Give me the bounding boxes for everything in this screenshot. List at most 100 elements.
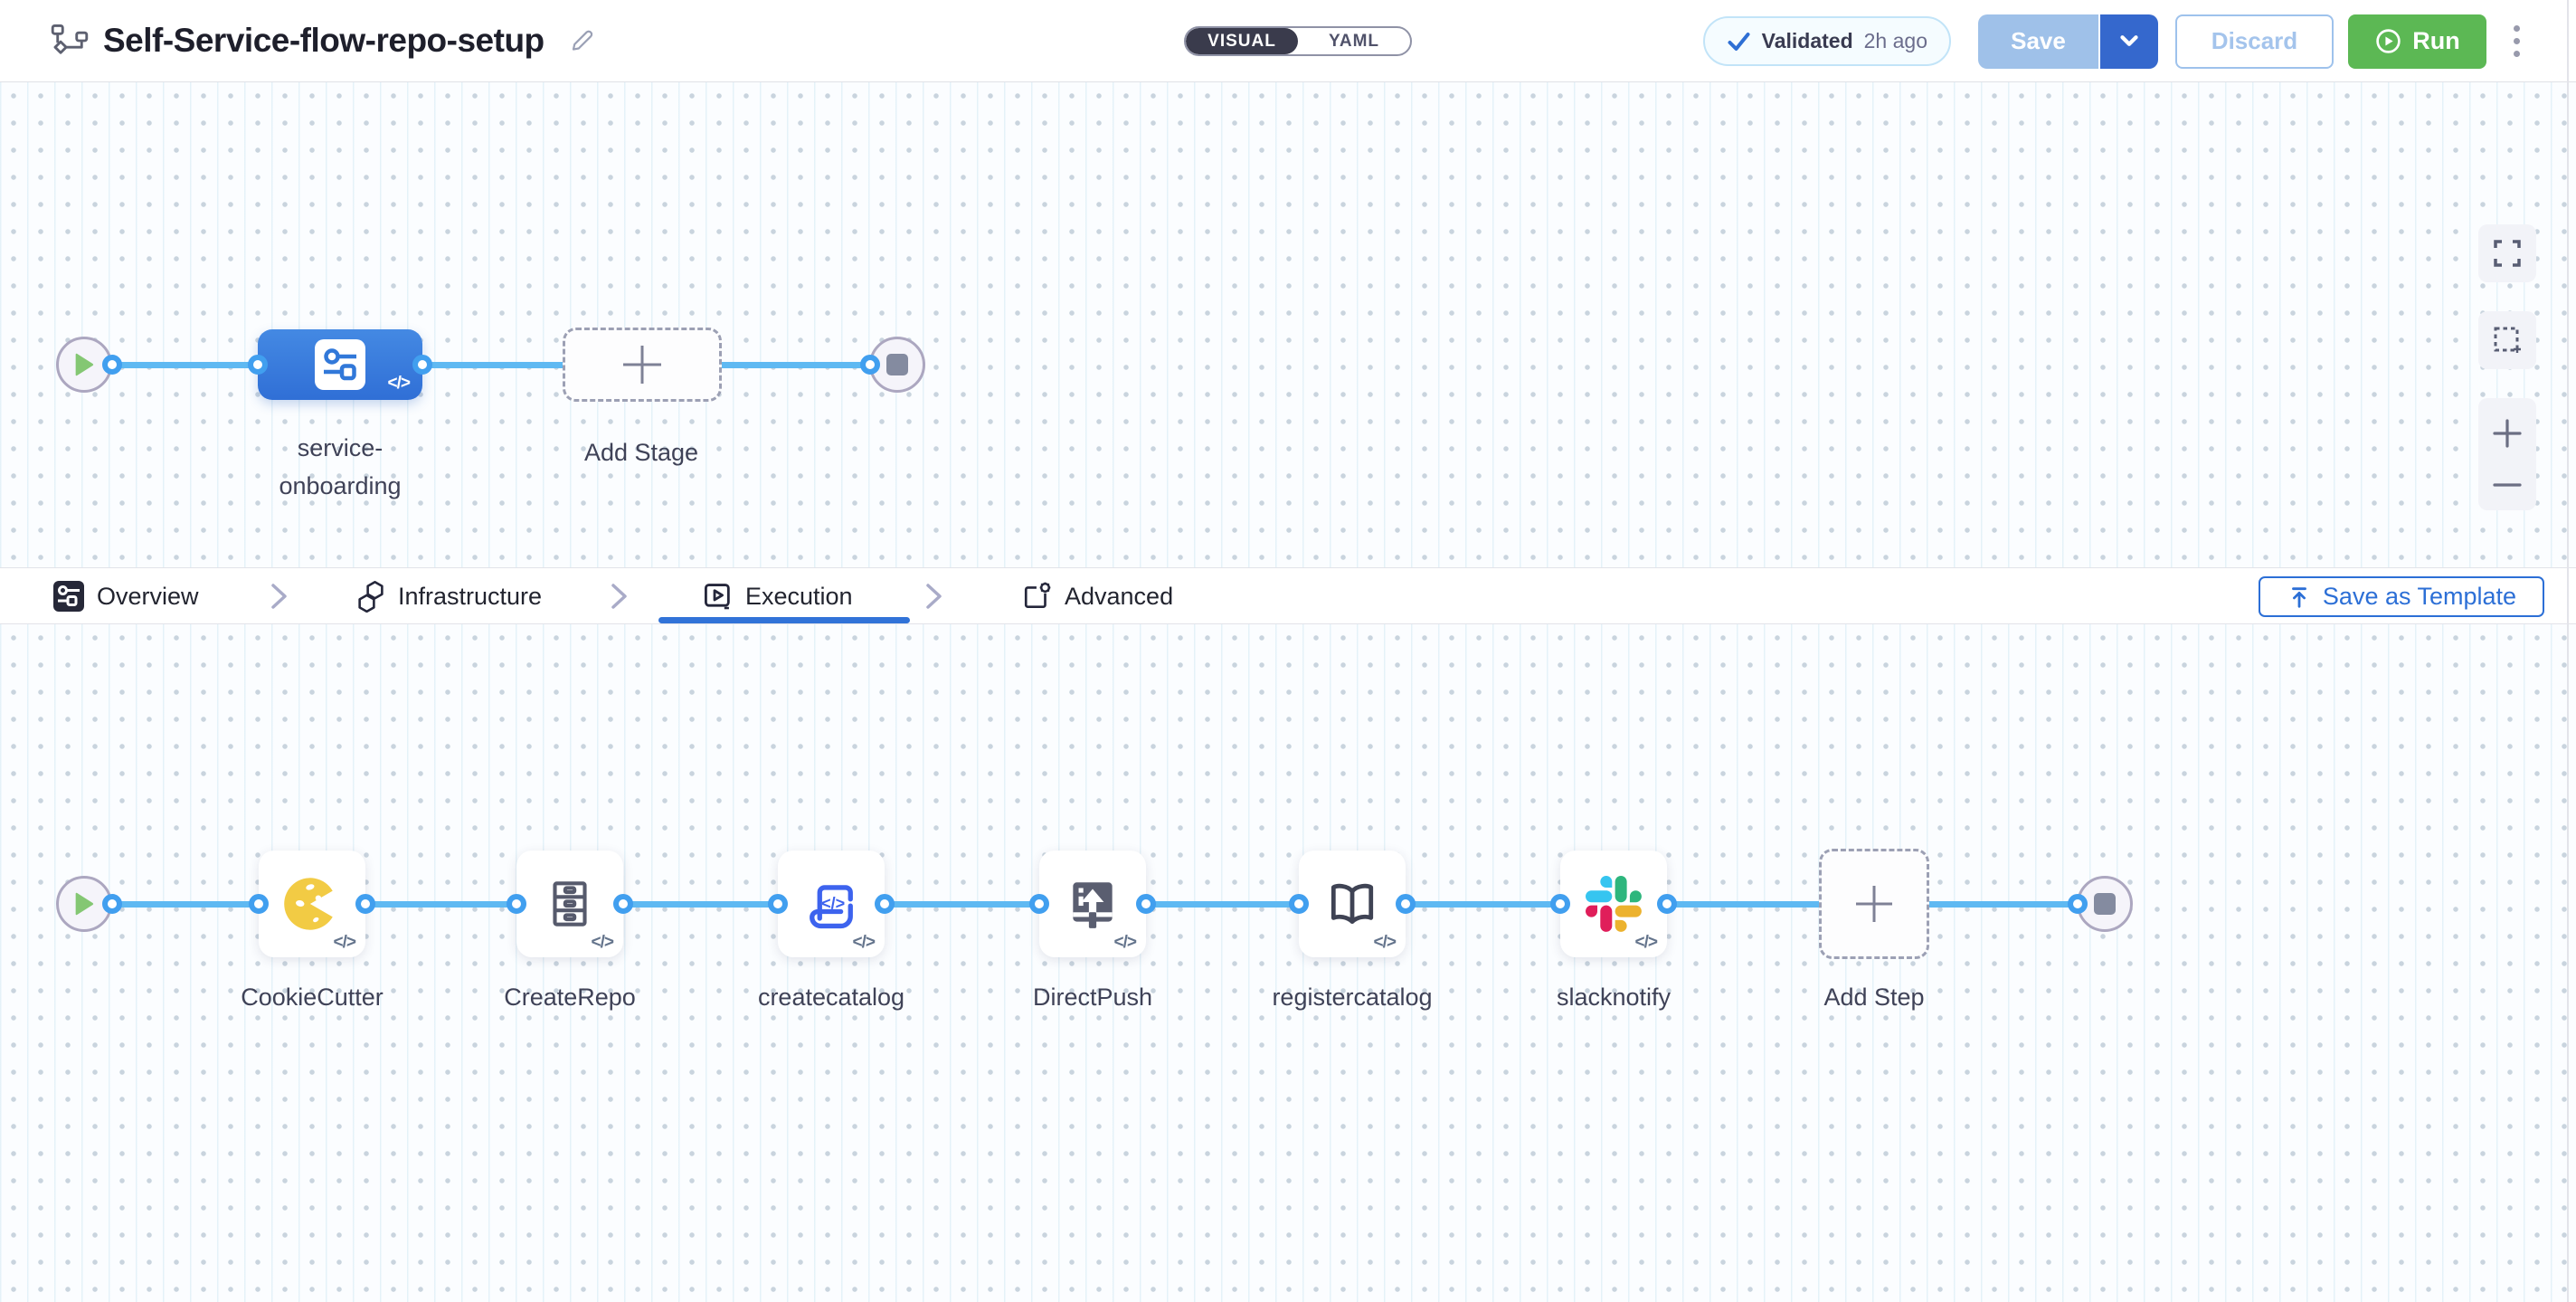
step-node-createrepo[interactable]: </> <box>516 851 623 957</box>
window-edge-divider <box>2567 0 2569 1302</box>
play-circle-icon <box>2376 29 2401 53</box>
cookie-icon <box>284 878 333 930</box>
code-step-badge: </> <box>852 933 876 952</box>
run-label: Run <box>2412 27 2460 54</box>
execution-start-node[interactable] <box>56 876 112 932</box>
hexagons-icon <box>358 580 384 613</box>
header: Self-Service-flow-repo-setup VISUAL YAML… <box>0 0 2576 82</box>
step-label: registercatalog <box>1272 984 1433 1011</box>
marquee-select-icon <box>2494 327 2521 353</box>
run-button[interactable]: Run <box>2348 14 2486 69</box>
stage-tabbar: Overview Infrastructure Execution Advanc… <box>0 567 2576 624</box>
step-node-directpush[interactable]: </> <box>1039 851 1146 957</box>
port[interactable] <box>412 355 432 375</box>
play-icon <box>75 353 94 376</box>
step-label: CookieCutter <box>241 984 384 1011</box>
code-scroll-icon: </> <box>810 885 853 929</box>
pipeline-icon <box>51 23 89 59</box>
port[interactable] <box>1136 894 1156 914</box>
fullscreen-icon <box>2494 240 2521 267</box>
add-step-button[interactable] <box>1819 849 1929 959</box>
step-node-createcatalog[interactable]: </> </> <box>778 851 885 957</box>
save-options-button[interactable] <box>2098 14 2158 69</box>
tab-label: Infrastructure <box>398 582 543 610</box>
marquee-select-button[interactable] <box>2478 311 2536 369</box>
port[interactable] <box>1657 894 1677 914</box>
active-tab-underline <box>658 617 910 623</box>
stop-icon <box>886 354 908 375</box>
open-book-icon <box>1331 883 1374 925</box>
add-step-label: Add Step <box>1823 984 1925 1011</box>
port[interactable] <box>1289 894 1309 914</box>
stop-icon <box>2094 893 2116 915</box>
plus-icon <box>1856 886 1892 922</box>
toggle-visual[interactable]: VISUAL <box>1186 28 1298 54</box>
port[interactable] <box>102 894 122 914</box>
port[interactable] <box>1550 894 1570 914</box>
step-label: DirectPush <box>1032 984 1153 1011</box>
port[interactable] <box>355 894 375 914</box>
tab-label: Execution <box>745 582 853 610</box>
port[interactable] <box>613 894 633 914</box>
edit-title-button[interactable] <box>568 27 595 54</box>
port[interactable] <box>1029 894 1049 914</box>
step-label: createcatalog <box>757 984 905 1011</box>
toggle-yaml[interactable]: YAML <box>1328 31 1380 51</box>
save-as-template-label: Save as Template <box>2322 583 2517 610</box>
port[interactable] <box>860 355 880 375</box>
pipeline-end-node[interactable] <box>869 337 925 393</box>
step-label: slacknotify <box>1556 984 1672 1011</box>
tab-overview[interactable]: Overview <box>52 568 199 624</box>
code-step-badge: </> <box>1373 933 1397 952</box>
chevron-down-icon <box>2120 35 2138 46</box>
tab-execution[interactable]: Execution <box>703 568 853 624</box>
save-as-template-button[interactable]: Save as Template <box>2259 576 2544 617</box>
pencil-icon <box>572 30 592 51</box>
step-node-registercatalog[interactable]: </> <box>1299 851 1406 957</box>
step-node-slacknotify[interactable]: </> <box>1560 851 1667 957</box>
tab-label: Overview <box>97 582 199 610</box>
drawers-icon <box>553 881 587 927</box>
save-split-button: Save <box>1978 14 2158 69</box>
port[interactable] <box>875 894 895 914</box>
validated-time: 2h ago <box>1863 29 1927 52</box>
tab-label: Advanced <box>1065 582 1174 610</box>
port[interactable] <box>248 355 268 375</box>
zoom-out-icon <box>2493 483 2522 487</box>
port[interactable] <box>1396 894 1416 914</box>
play-square-icon <box>704 584 730 610</box>
visual-yaml-toggle: VISUAL YAML <box>1184 26 1412 56</box>
play-icon <box>75 892 94 916</box>
doc-gear-icon <box>1024 582 1051 609</box>
upload-box-icon <box>1073 882 1113 928</box>
slack-icon <box>1586 876 1642 932</box>
fullscreen-button[interactable] <box>2478 224 2536 282</box>
svg-text:</>: </> <box>821 894 845 912</box>
port[interactable] <box>507 894 526 914</box>
code-step-badge: </> <box>333 933 357 952</box>
port[interactable] <box>768 894 788 914</box>
validated-badge[interactable]: Validated 2h ago <box>1702 16 1951 66</box>
discard-button[interactable]: Discard <box>2175 14 2334 69</box>
execution-canvas: </> </> </> </> <box>0 624 2576 1302</box>
chevron-right-icon <box>608 581 630 616</box>
port[interactable] <box>2068 894 2088 914</box>
tab-advanced[interactable]: Advanced <box>1022 568 1173 624</box>
code-step-badge: </> <box>1634 933 1659 952</box>
tab-infrastructure[interactable]: Infrastructure <box>355 568 542 624</box>
code-step-badge: </> <box>591 933 615 952</box>
stage-node-service-onboarding[interactable]: </> <box>258 329 422 400</box>
stage-overview-icon <box>53 581 84 612</box>
more-options-button[interactable] <box>2508 20 2525 62</box>
port[interactable] <box>249 894 269 914</box>
chevron-right-icon <box>923 581 944 616</box>
stage-canvas: </> service-onboarding Add Stage <box>0 82 2576 567</box>
step-node-cookiecutter[interactable]: </> <box>259 851 365 957</box>
zoom-controls[interactable] <box>2478 398 2536 510</box>
upload-icon <box>2291 586 2306 608</box>
save-button[interactable]: Save <box>1978 14 2098 69</box>
port[interactable] <box>102 355 122 375</box>
zoom-in-icon <box>2493 419 2522 448</box>
chevron-right-icon <box>268 581 289 616</box>
add-stage-button[interactable] <box>563 328 722 402</box>
